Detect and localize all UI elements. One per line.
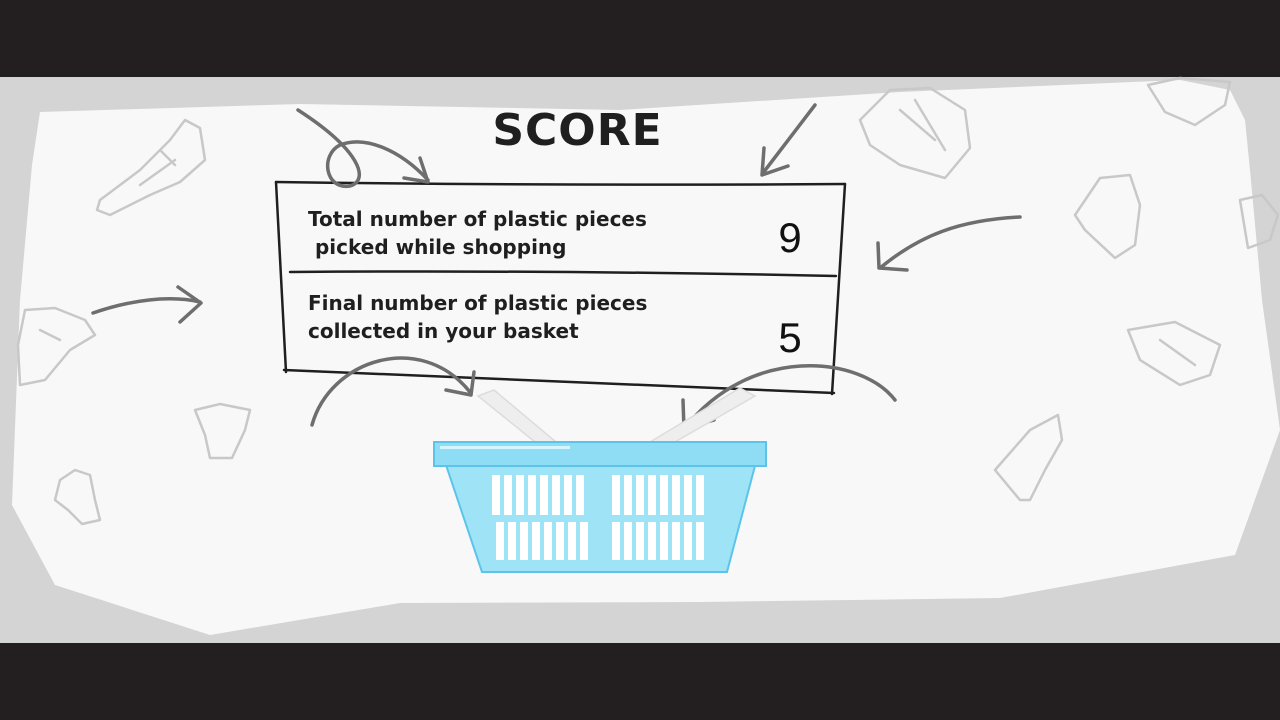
basket-icon <box>433 441 767 573</box>
plastic-bag-icon <box>95 118 207 217</box>
arrow-icon <box>876 215 1022 272</box>
score-row-label-line: Final number of plastic pieces <box>308 291 648 315</box>
plastic-bag-icon <box>993 413 1064 502</box>
score-box-outline <box>830 182 847 396</box>
arrow-icon <box>760 103 817 177</box>
paper-background <box>12 80 1280 635</box>
plastic-bag-icon <box>16 306 97 387</box>
score-row-label-line: Total number of plastic pieces <box>308 207 647 231</box>
plastic-bag-icon <box>1238 193 1280 250</box>
score-box-divider <box>288 270 838 278</box>
plastic-bag-icon <box>1073 173 1142 260</box>
basket-collected-value: 5 <box>778 314 802 361</box>
letterbox-bottom <box>0 643 1280 720</box>
score-box-outline <box>274 180 288 374</box>
score-title: SCORE <box>492 105 663 156</box>
plastic-bag-icon <box>1126 320 1222 387</box>
plastic-bag-icon <box>53 468 102 526</box>
arrow-icon <box>310 356 476 427</box>
plastic-bag-icon <box>193 402 252 460</box>
arrow-icon <box>296 108 430 188</box>
plastic-bag-icon <box>858 86 972 180</box>
score-row-label-line: collected in your basket <box>308 319 579 343</box>
score-row-label-line: picked while shopping <box>308 235 567 259</box>
arrow-icon <box>91 285 203 324</box>
plastic-bag-icon <box>1146 76 1232 127</box>
score-box-outline <box>282 368 836 395</box>
score-row-label: Final number of plastic pieces collected… <box>308 289 647 345</box>
score-row-label: Total number of plastic pieces picked wh… <box>308 205 647 261</box>
total-picked-value: 9 <box>778 214 802 261</box>
letterbox-top <box>0 0 1280 77</box>
